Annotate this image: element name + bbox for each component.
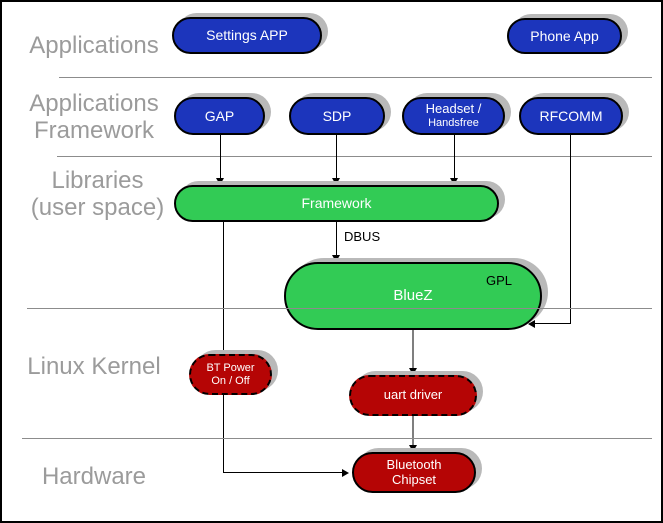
arrowhead-framework-to-bluez bbox=[332, 255, 340, 262]
node-headset-handsfree: Headset / Handsfree bbox=[402, 97, 505, 135]
connector-bluez-to-uart bbox=[412, 330, 414, 369]
layer-label-line: Applications bbox=[29, 32, 159, 59]
node-gap: GAP bbox=[174, 97, 265, 135]
connector-sdp-to-framework bbox=[336, 135, 337, 179]
arrowhead-gap-to-framework bbox=[216, 178, 224, 185]
arrowhead-headset-to-framework bbox=[450, 178, 458, 185]
node-label: Framework bbox=[301, 195, 372, 212]
divider-kernel-hardware bbox=[22, 438, 652, 439]
layer-label-line: Libraries bbox=[51, 167, 144, 194]
connector-uart-to-chipset bbox=[412, 416, 414, 446]
node-label-line2: On / Off bbox=[211, 374, 250, 387]
node-label: SDP bbox=[322, 107, 352, 124]
layer-label-linux-kernel: Linux Kernel bbox=[14, 353, 174, 380]
node-sdp: SDP bbox=[289, 97, 385, 135]
node-bluez: BlueZ GPL bbox=[284, 262, 542, 330]
node-label: uart driver bbox=[383, 387, 443, 403]
arrowhead-rfcomm-to-bluez bbox=[528, 320, 535, 328]
divider-applications-framework bbox=[59, 77, 652, 78]
node-label: Settings APP bbox=[206, 27, 288, 44]
layer-label-libraries-user-space: Libraries (user space) bbox=[10, 167, 185, 221]
connector-rfcomm-to-bluez-horizontal bbox=[535, 323, 571, 324]
arrowhead-uart-to-chipset bbox=[409, 445, 417, 452]
node-label-line1: Bluetooth bbox=[386, 456, 442, 472]
node-label-line2: Handsfree bbox=[428, 117, 479, 130]
node-label-line1: BT Power bbox=[206, 361, 255, 374]
node-label: Phone App bbox=[530, 27, 599, 44]
layer-label-line: Applications bbox=[29, 90, 159, 117]
node-settings-app: Settings APP bbox=[172, 17, 322, 54]
layer-label-line: Framework bbox=[33, 117, 154, 144]
connector-gap-to-framework bbox=[220, 135, 221, 179]
connector-framework-to-bluez-dbus bbox=[336, 222, 337, 256]
gpl-badge: GPL bbox=[485, 273, 512, 288]
connector-framework-to-chipset-vertical bbox=[223, 222, 224, 473]
layer-label-line: Linux Kernel bbox=[27, 353, 161, 380]
node-rfcomm: RFCOMM bbox=[519, 97, 623, 135]
node-phone-app: Phone App bbox=[507, 18, 622, 54]
node-label: BlueZ bbox=[393, 287, 433, 305]
node-bt-power-on-off: BT Power On / Off bbox=[189, 354, 272, 395]
node-label: RFCOMM bbox=[539, 107, 603, 124]
node-label: GAP bbox=[204, 107, 235, 124]
divider-framework-libraries bbox=[57, 156, 652, 157]
layer-label-line: Hardware bbox=[41, 463, 147, 490]
arrowhead-framework-to-chipset bbox=[342, 469, 349, 477]
connector-headset-to-framework bbox=[454, 135, 455, 179]
arrowhead-bluez-to-uart bbox=[409, 368, 417, 375]
node-label-line2: Chipset bbox=[391, 471, 437, 487]
layer-label-applications: Applications bbox=[14, 32, 174, 59]
dbus-connector-label: DBUS bbox=[344, 229, 381, 244]
node-bluetooth-chipset: Bluetooth Chipset bbox=[352, 452, 476, 493]
layer-label-applications-framework: Applications Framework bbox=[14, 90, 174, 144]
connector-rfcomm-to-bluez-vertical bbox=[570, 135, 571, 324]
layer-label-hardware: Hardware bbox=[14, 463, 174, 490]
arrowhead-sdp-to-framework bbox=[332, 178, 340, 185]
divider-libraries-kernel bbox=[27, 308, 652, 309]
node-framework: Framework bbox=[174, 185, 499, 222]
node-uart-driver: uart driver bbox=[349, 375, 477, 416]
layer-label-line: (user space) bbox=[30, 194, 165, 221]
node-label-line1: Headset / bbox=[425, 101, 482, 117]
connector-framework-to-chipset-horizontal bbox=[223, 472, 343, 473]
